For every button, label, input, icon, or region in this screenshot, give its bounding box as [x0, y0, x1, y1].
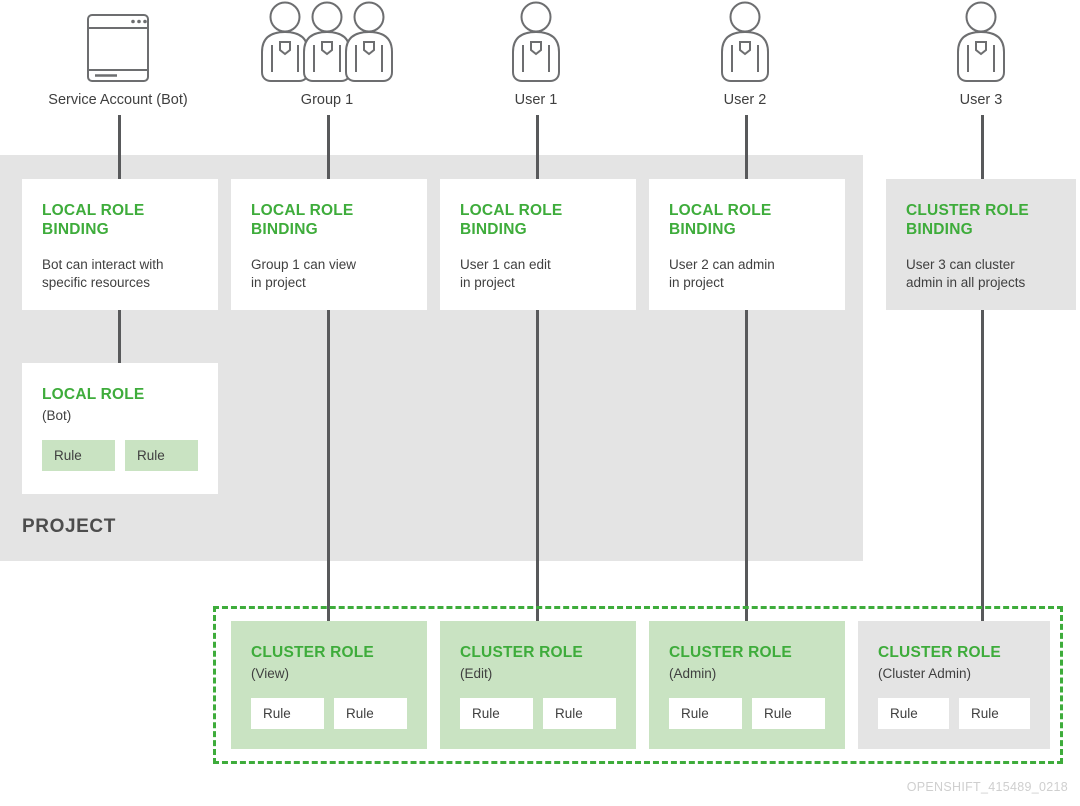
card-title: CLUSTER ROLE — [669, 644, 792, 661]
card-title: CLUSTER ROLE BINDING — [906, 202, 1029, 238]
card-title: LOCAL ROLE BINDING — [669, 202, 772, 238]
actor-user-3: User 3 — [881, 0, 1080, 115]
rule-chip[interactable]: Rule — [42, 440, 115, 471]
cluster-role-card-cluster-admin[interactable]: CLUSTER ROLE (Cluster Admin) Rule Rule — [858, 621, 1050, 749]
card-subtitle: (View) — [251, 666, 290, 681]
connector-user-1-bottom — [536, 310, 539, 628]
user-icon — [881, 1, 1080, 84]
connector-service-account-top — [118, 115, 121, 179]
cluster-role-card-admin[interactable]: CLUSTER ROLE (Admin) Rule Rule — [649, 621, 845, 749]
cluster-role-card-edit[interactable]: CLUSTER ROLE (Edit) Rule Rule — [440, 621, 636, 749]
local-role-binding-card-bot[interactable]: LOCAL ROLE BINDING Bot can interact with… — [22, 179, 218, 310]
card-subtitle: (Admin) — [669, 666, 717, 681]
rule-list: Rule Rule — [878, 698, 1030, 729]
actor-group-1: Group 1 — [227, 0, 427, 115]
actor-user-1: User 1 — [436, 0, 636, 115]
card-subtitle: (Cluster Admin) — [878, 666, 972, 681]
actor-label-user-2: User 2 — [723, 92, 767, 108]
rule-chip[interactable]: Rule — [752, 698, 825, 729]
project-label: PROJECT — [22, 516, 116, 537]
user-group-icon — [227, 1, 427, 84]
connector-user-3-top — [981, 115, 984, 179]
user-icon — [436, 1, 636, 84]
connector-user-1-top — [536, 115, 539, 179]
watermark-label: OPENSHIFT_415489_0218 — [906, 780, 1068, 794]
card-title: LOCAL ROLE BINDING — [42, 202, 145, 238]
connector-group-1-top — [327, 115, 330, 179]
rule-chip[interactable]: Rule — [669, 698, 742, 729]
rule-chip[interactable]: Rule — [543, 698, 616, 729]
rule-chip[interactable]: Rule — [959, 698, 1030, 729]
rule-chip[interactable]: Rule — [460, 698, 533, 729]
card-description: Group 1 can view in project — [251, 257, 357, 290]
actor-service-account: Service Account (Bot) — [18, 0, 218, 115]
card-title: LOCAL ROLE BINDING — [251, 202, 354, 238]
card-description: User 1 can edit in project — [460, 257, 551, 290]
actor-label-user-3: User 3 — [959, 92, 1003, 108]
card-title: LOCAL ROLE — [42, 386, 145, 403]
rule-list: Rule Rule — [42, 440, 198, 471]
actor-user-2: User 2 — [645, 0, 845, 115]
card-subtitle: (Bot) — [42, 408, 72, 423]
rule-chip[interactable]: Rule — [251, 698, 324, 729]
card-subtitle: (Edit) — [460, 666, 493, 681]
actor-label-service-account: Service Account (Bot) — [48, 92, 188, 108]
connector-service-account-mid — [118, 310, 121, 363]
actor-label-user-1: User 1 — [514, 92, 558, 108]
card-description: User 3 can cluster admin in all projects — [906, 257, 1026, 290]
card-description: Bot can interact with specific resources — [42, 257, 164, 290]
user-icon — [645, 1, 845, 84]
cluster-role-card-view[interactable]: CLUSTER ROLE (View) Rule Rule — [231, 621, 427, 749]
connector-user-2-bottom — [745, 310, 748, 628]
local-role-binding-card-user-1[interactable]: LOCAL ROLE BINDING User 1 can edit in pr… — [440, 179, 636, 310]
connector-group-1-bottom — [327, 310, 330, 628]
local-role-binding-card-user-2[interactable]: LOCAL ROLE BINDING User 2 can admin in p… — [649, 179, 845, 310]
rule-chip[interactable]: Rule — [334, 698, 407, 729]
actor-label-group-1: Group 1 — [300, 92, 354, 108]
cluster-role-binding-card-user-3[interactable]: CLUSTER ROLE BINDING User 3 can cluster … — [886, 179, 1076, 310]
local-role-card-bot[interactable]: LOCAL ROLE (Bot) Rule Rule — [22, 363, 218, 494]
cluster-scope-region — [213, 606, 1063, 764]
local-role-binding-card-group-1[interactable]: LOCAL ROLE BINDING Group 1 can view in p… — [231, 179, 427, 310]
browser-window-icon — [18, 2, 218, 84]
rule-chip[interactable]: Rule — [125, 440, 198, 471]
card-title: CLUSTER ROLE — [878, 644, 1001, 661]
rule-list: Rule Rule — [669, 698, 825, 729]
card-title: LOCAL ROLE BINDING — [460, 202, 563, 238]
connector-user-3-bottom — [981, 310, 984, 628]
rule-list: Rule Rule — [460, 698, 616, 729]
rule-chip[interactable]: Rule — [878, 698, 949, 729]
connector-user-2-top — [745, 115, 748, 179]
rule-list: Rule Rule — [251, 698, 407, 729]
card-title: CLUSTER ROLE — [460, 644, 583, 661]
card-description: User 2 can admin in project — [669, 257, 775, 290]
card-title: CLUSTER ROLE — [251, 644, 374, 661]
